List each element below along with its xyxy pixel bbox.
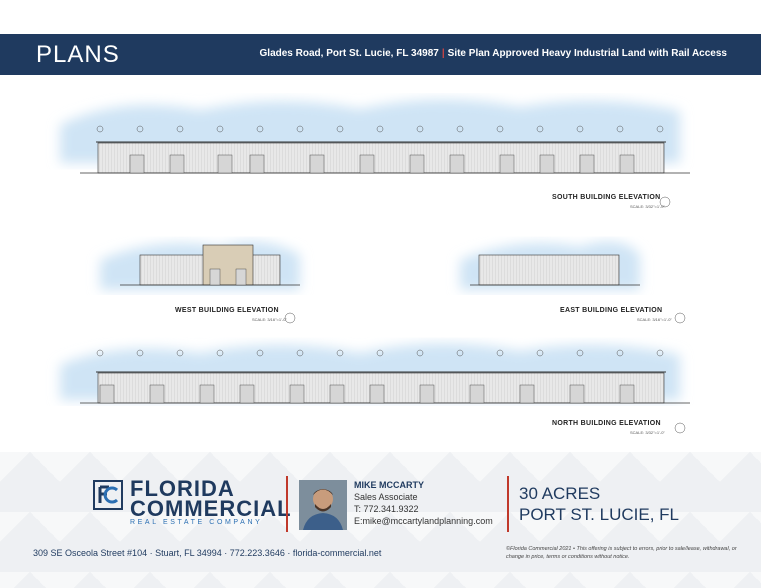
elevation-drawings-svg <box>60 99 690 434</box>
property-description: Site Plan Approved Heavy Industrial Land… <box>447 48 727 59</box>
elevation-drawings: SOUTH BUILDING ELEVATION SCALE: 3/32"=1'… <box>0 85 761 450</box>
company-address: 309 SE Osceola Street #104 · Stuart, FL … <box>33 548 382 558</box>
header-separator: | <box>441 48 445 59</box>
west-elevation <box>100 241 300 324</box>
north-elevation-scale: SCALE: 3/32"=1'-0" <box>630 430 665 435</box>
east-elevation <box>460 241 686 324</box>
property-address: Glades Road, Port St. Lucie, FL 34987 <box>259 48 439 59</box>
north-elevation <box>60 343 690 434</box>
fc-monogram-icon <box>93 480 123 510</box>
header-subtitle: Glades Road, Port St. Lucie, FL 34987|Si… <box>260 48 727 59</box>
west-elevation-scale: SCALE: 3/16"=1'-0" <box>252 317 287 322</box>
company-tagline: REAL ESTATE COMPANY <box>130 519 263 526</box>
header-bar: PLANS Glades Road, Port St. Lucie, FL 34… <box>0 34 761 75</box>
east-elevation-label: EAST BUILDING ELEVATION <box>560 307 663 314</box>
south-elevation <box>60 99 690 208</box>
avatar <box>299 480 347 530</box>
page-title: PLANS <box>36 41 120 68</box>
south-elevation-label: SOUTH BUILDING ELEVATION <box>552 194 661 201</box>
footer <box>0 452 761 588</box>
divider-right <box>507 476 509 532</box>
agent-phone[interactable]: T: 772.341.9322 <box>354 504 419 514</box>
property-acreage: 30 ACRES <box>519 484 601 503</box>
west-elevation-label: WEST BUILDING ELEVATION <box>175 307 279 314</box>
east-elevation-scale: SCALE: 3/16"=1'-0" <box>637 317 672 322</box>
south-elevation-scale: SCALE: 3/32"=1'-0" <box>630 204 665 209</box>
property-city: PORT ST. LUCIE, FL <box>519 505 679 524</box>
agent-email[interactable]: E:mike@mccartylandplanning.com <box>354 516 493 526</box>
north-elevation-label: NORTH BUILDING ELEVATION <box>552 420 661 427</box>
agent-title: Sales Associate <box>354 492 418 502</box>
divider-left <box>286 476 288 532</box>
agent-name: MIKE MCCARTY <box>354 480 424 490</box>
disclaimer: ©Florida Commercial 2021 • This offering… <box>506 546 737 560</box>
company-name-line1: FLORIDA <box>130 476 235 501</box>
company-name-line2: COMMERCIAL <box>130 496 292 521</box>
